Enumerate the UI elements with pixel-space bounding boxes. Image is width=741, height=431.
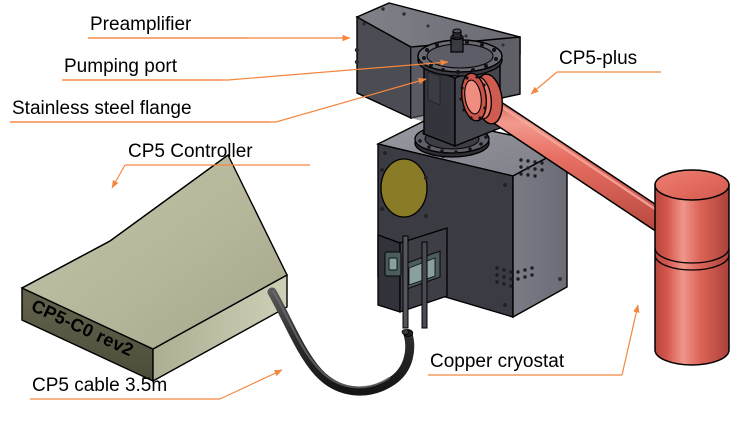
preamp-screw (464, 34, 468, 38)
label-cp5-cable: CP5 cable 3.5m (32, 375, 167, 396)
cp5-plus-copper-tube-part (459, 72, 668, 234)
ss-flange-leader (10, 77, 427, 123)
cp5-controller-part: CP5-C0 rev2 (20, 153, 288, 383)
window-screw (424, 176, 428, 180)
pumping-port-part (417, 28, 503, 77)
pump-port-valve-top (452, 28, 462, 34)
copper-cryostat-cylinder-part (654, 169, 730, 366)
cp5-plus-leader (530, 71, 558, 95)
label-pumping-port: Pumping port (64, 56, 178, 77)
cryostat-vent-holes (495, 158, 544, 288)
housing-screw (558, 277, 562, 281)
window-screw (424, 214, 428, 218)
support-rod-left (402, 235, 409, 329)
housing-screw (503, 183, 507, 187)
label-preamplifier: Preamplifier (90, 14, 192, 35)
cable-highlight (272, 290, 390, 389)
window-screw (380, 207, 384, 211)
cp5-controller-leader (111, 164, 126, 189)
housing-screw (503, 303, 507, 307)
cylinder-seam-2 (654, 254, 730, 271)
preamp-connector (354, 59, 360, 65)
rod-foot-left (401, 329, 410, 335)
preamp-screw (381, 7, 385, 11)
label-stainless-steel-flange: Stainless steel flange (12, 98, 192, 119)
label-cp5-controller: CP5 Controller (128, 141, 253, 162)
cable-path (267, 287, 415, 396)
cp5-cable-leader (219, 369, 283, 400)
connector-port-small-inner (388, 257, 398, 271)
cylinder-seam-1 (654, 247, 730, 264)
copper-flange-bolts (459, 75, 487, 120)
controller-top-edge (21, 154, 229, 289)
cylinder-body (654, 184, 730, 366)
label-cp5-plus: CP5-plus (559, 48, 637, 69)
cryostat-window (380, 158, 428, 218)
annotation-layer: Preamplifier Pumping port Stainless stee… (10, 14, 661, 400)
copper-tube-highlight (483, 94, 665, 216)
preamp-screw (402, 12, 406, 16)
cross-panel-detail (427, 71, 441, 106)
cylinder-top (654, 169, 730, 201)
preamp-connector (354, 47, 360, 53)
preamp-screw (362, 22, 366, 26)
support-rod-right (421, 241, 428, 329)
pumping-port-leader (62, 59, 449, 81)
copper-flange-inner (464, 79, 482, 115)
label-copper-cryostat: Copper cryostat (430, 351, 565, 372)
window-screw (380, 168, 384, 172)
preamp-screw (426, 24, 430, 28)
housing-screw (383, 151, 387, 155)
preamp-screw (501, 43, 505, 47)
copper-cryostat-leader (621, 304, 640, 376)
